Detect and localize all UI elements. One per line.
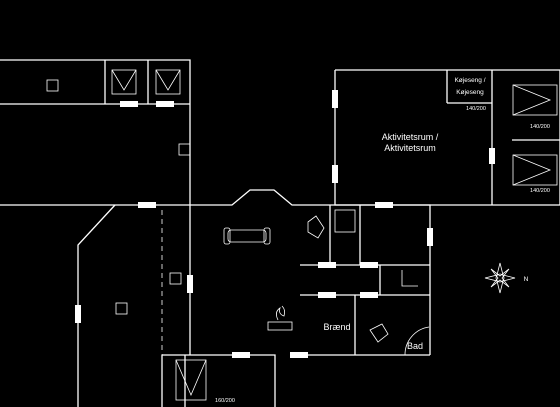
cabinet-icon <box>178 143 191 156</box>
sofa-icon <box>223 227 271 245</box>
wardrobe-icon <box>155 69 181 95</box>
bed-size-label: 140/200 <box>530 124 550 130</box>
bunk-label: Køjeseng <box>456 89 484 96</box>
bed-icon <box>512 154 558 186</box>
wardrobe-icon <box>111 69 137 95</box>
bed-icon <box>512 84 558 116</box>
bunk-label: Køjeseng / <box>454 77 485 84</box>
room-label: Aktivitetsrum / <box>382 132 439 142</box>
sink-icon <box>369 323 389 343</box>
chair-icon <box>307 215 325 239</box>
windows <box>75 90 495 358</box>
bed-icon <box>175 359 207 401</box>
cabinet-icon <box>169 272 182 285</box>
compass-icon <box>484 262 516 294</box>
bed-size-label: 160/200 <box>215 398 235 404</box>
cabinet-icon <box>115 302 128 315</box>
compass-label: N <box>524 276 529 283</box>
exterior-walls <box>0 59 560 407</box>
toilet-icon <box>401 270 418 287</box>
bed-size-label: 140/200 <box>530 188 550 194</box>
room-label: Bad <box>407 341 423 351</box>
room-label: Aktivitetsrum <box>384 143 436 153</box>
shower-icon <box>404 326 430 356</box>
room-label: Brænd <box>323 322 350 332</box>
labels: Aktivitetsrum / Aktivitetsrum Brænd Bad … <box>215 77 550 404</box>
stove-icon <box>267 305 293 331</box>
cabinet-icon <box>46 79 59 92</box>
sink-icon <box>334 209 356 233</box>
bed-size-label: 140/200 <box>466 106 486 112</box>
furniture <box>46 69 558 401</box>
